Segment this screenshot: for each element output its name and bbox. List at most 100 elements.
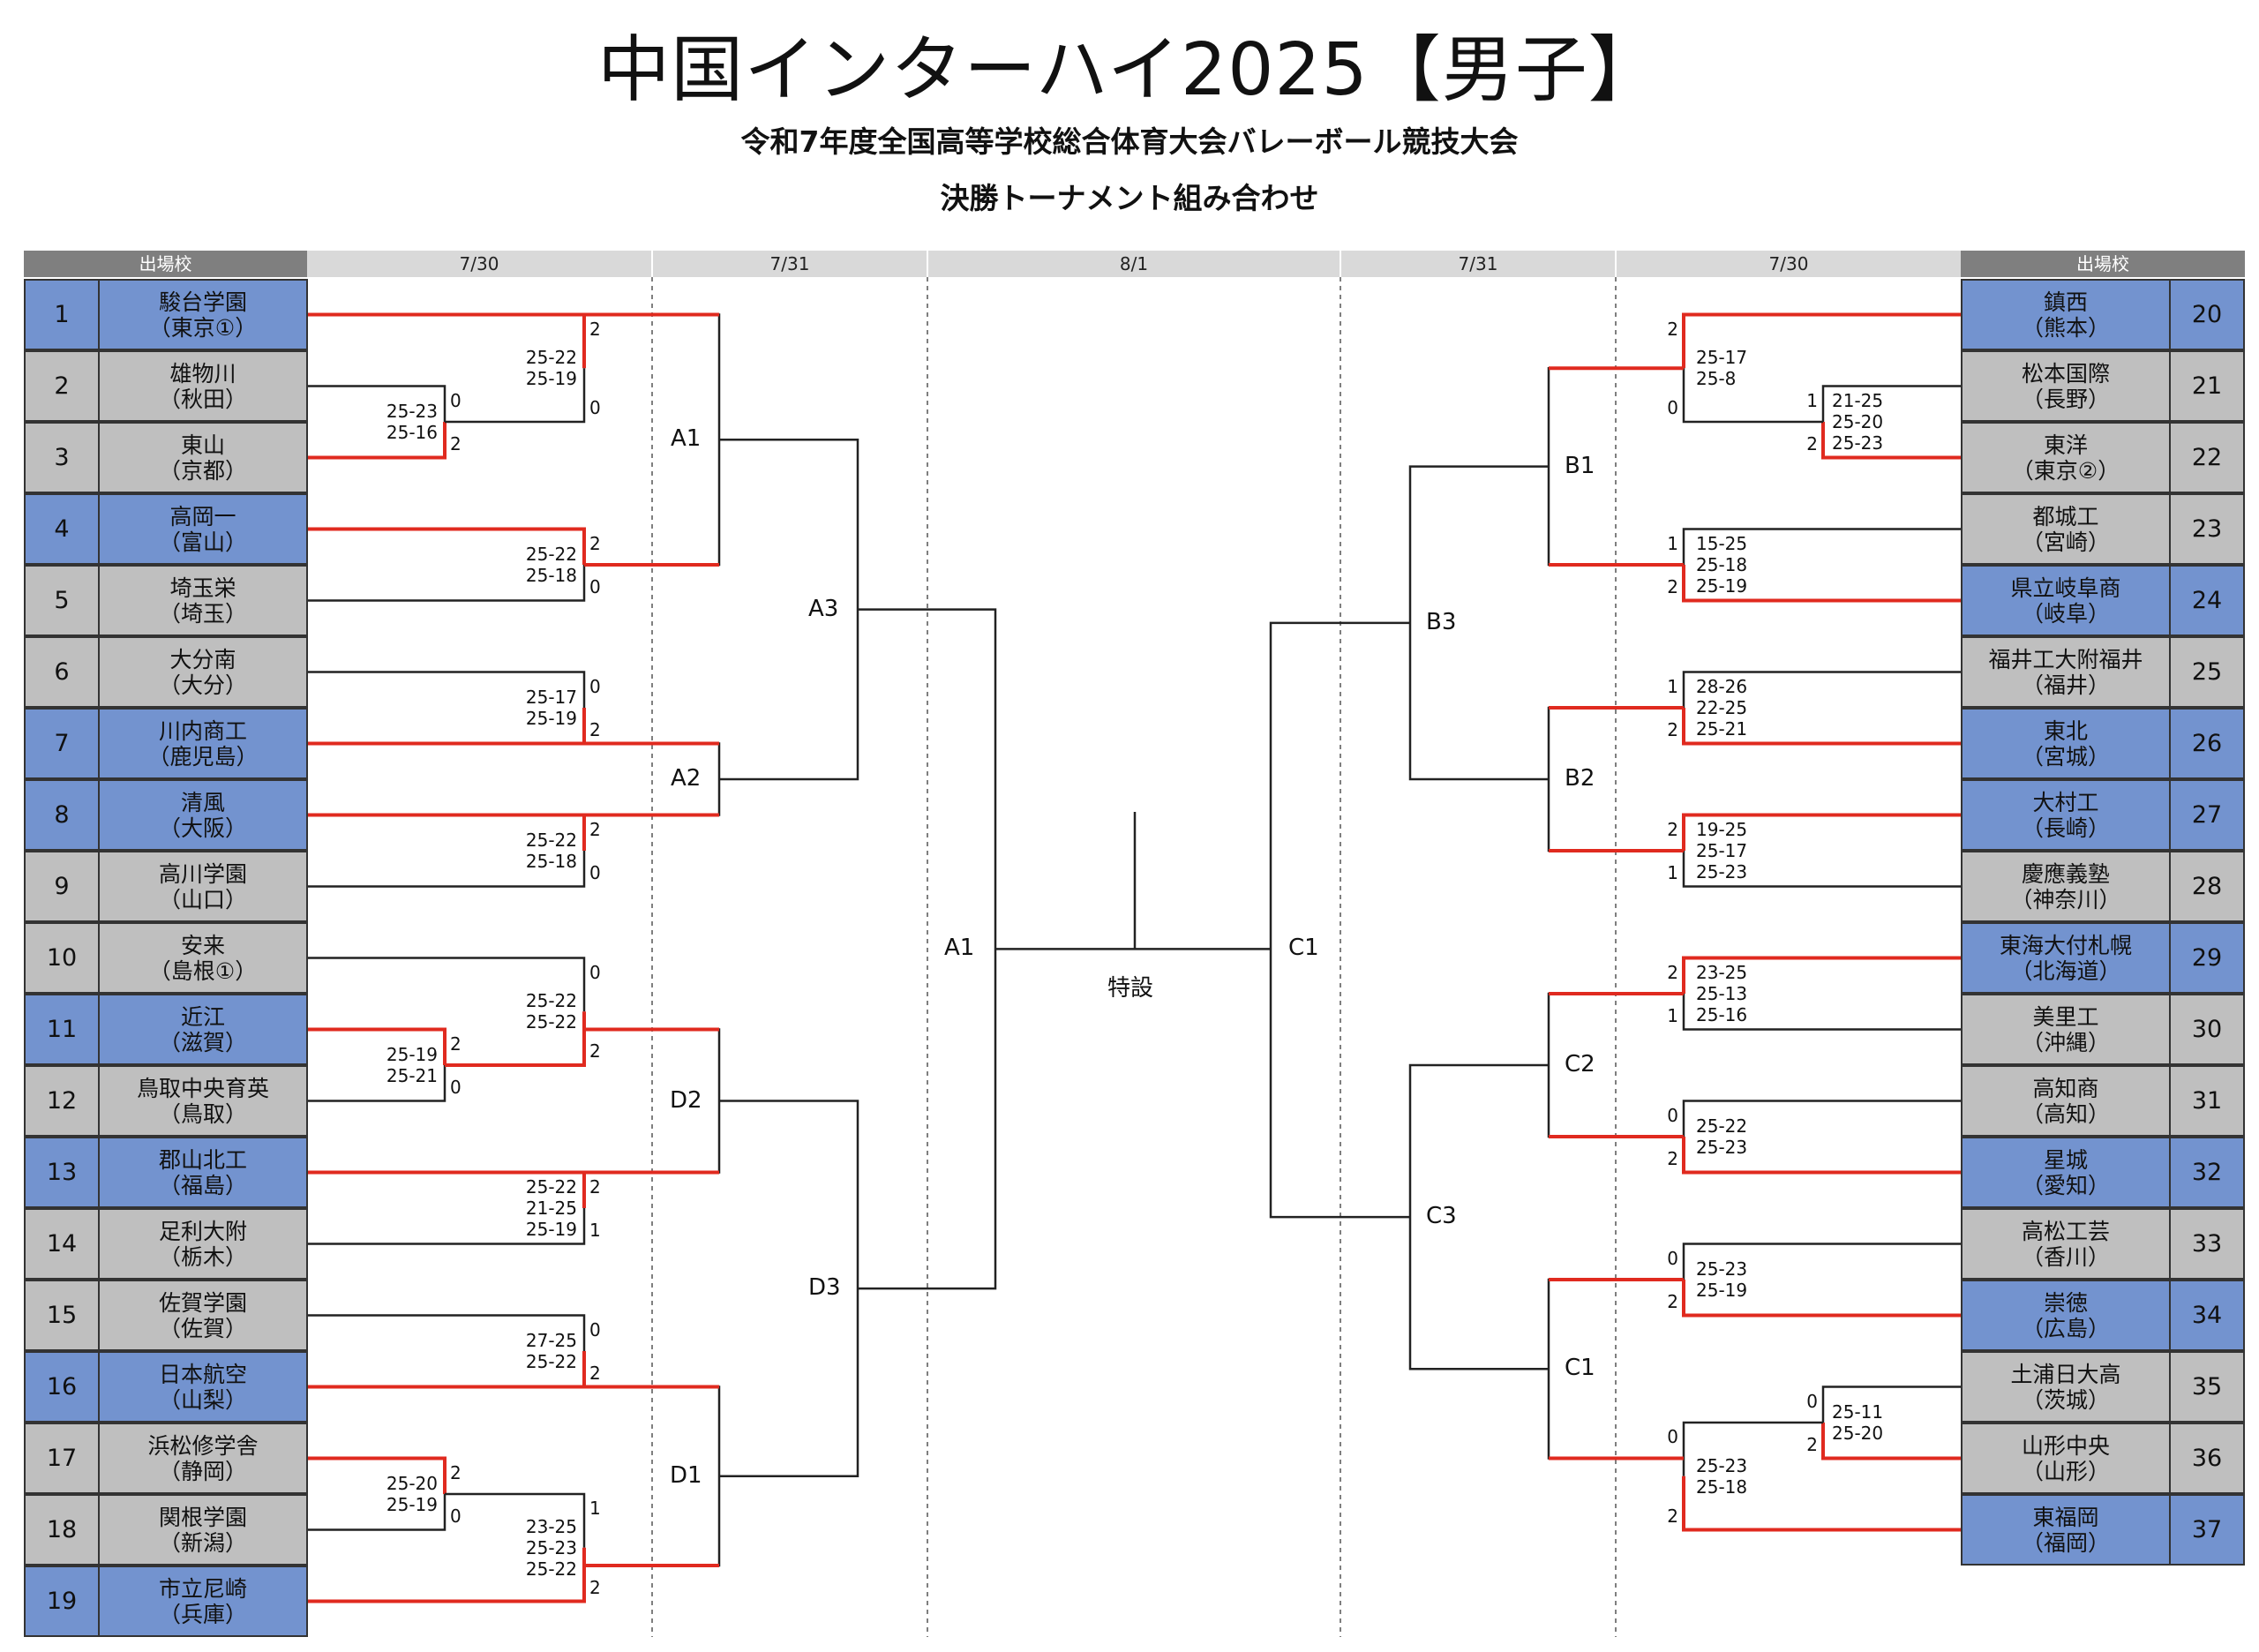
sets-won: 0	[1667, 397, 1678, 418]
seed-number: 15	[24, 1280, 100, 1351]
team-name: 川内商工	[158, 717, 247, 744]
team-name: 佐賀学園	[158, 1289, 247, 1316]
sets-won: 2	[1806, 432, 1818, 454]
sets-won: 0	[589, 397, 601, 418]
sets-won: 2	[450, 1461, 462, 1483]
match-label: C1	[1565, 1355, 1595, 1382]
seed-number: 13	[24, 1137, 100, 1208]
header-left-teams: 出場校	[24, 251, 307, 277]
team-name: 清風	[180, 789, 225, 815]
team-prefecture: （福井）	[2021, 672, 2110, 698]
seed-number: 14	[24, 1208, 100, 1280]
match-label: B2	[1565, 765, 1595, 792]
bracket-line	[308, 671, 586, 708]
seed-number: 36	[2169, 1423, 2245, 1494]
sets-won: 0	[1667, 1247, 1678, 1269]
match-score: 21-25 25-20 25-23	[1832, 390, 1884, 454]
team-name: 郡山北工	[158, 1146, 247, 1173]
seed-number: 12	[24, 1065, 100, 1137]
bracket-line	[308, 1314, 586, 1351]
team-cell: 清風（大阪）	[98, 779, 308, 851]
team-name: 高松工芸	[2021, 1218, 2110, 1244]
seed-number: 10	[24, 922, 100, 994]
sets-won: 0	[450, 1076, 462, 1098]
team-name: 慶應義塾	[2021, 860, 2110, 887]
team-prefecture: （愛知）	[2021, 1172, 2110, 1198]
team-name: 埼玉栄	[169, 574, 236, 601]
sets-won: 0	[1667, 1426, 1678, 1447]
team-cell: 福井工大附福井（福井）	[1961, 636, 2171, 708]
sets-won: 0	[1667, 1104, 1678, 1126]
sets-won: 2	[1667, 961, 1678, 983]
match-label: C2	[1565, 1051, 1595, 1078]
team-name: 松本国際	[2021, 360, 2110, 387]
team-prefecture: （神奈川）	[2010, 886, 2121, 912]
seed-number: 20	[2169, 279, 2245, 350]
match-label: B1	[1565, 452, 1595, 479]
seed-number: 24	[2169, 565, 2245, 636]
team-prefecture: （宮城）	[2021, 743, 2110, 770]
team-cell: 慶應義塾（神奈川）	[1961, 851, 2171, 922]
team-name: 鳥取中央育英	[136, 1075, 269, 1101]
team-name: 県立岐阜商	[2010, 574, 2121, 601]
header-date-right-r2: 7/31	[1341, 251, 1615, 277]
match-score: 15-25 25-18 25-19	[1696, 533, 1748, 597]
match-score: 25-20 25-19	[386, 1473, 438, 1515]
team-prefecture: （宮崎）	[2021, 529, 2110, 555]
bracket-line	[858, 608, 997, 1290]
seed-number: 34	[2169, 1280, 2245, 1351]
team-name: 美里工	[2032, 1003, 2099, 1030]
bracket-caption: 決勝トーナメント組み合わせ	[940, 181, 1319, 215]
team-prefecture: （岐阜）	[2021, 600, 2110, 627]
seed-number: 8	[24, 779, 100, 851]
team-prefecture: （山口）	[158, 886, 247, 912]
bracket-line	[1682, 1243, 1961, 1280]
seed-number: 26	[2169, 708, 2245, 779]
seed-number: 1	[24, 279, 100, 350]
team-name: 東山	[180, 432, 225, 458]
team-name: 大村工	[2032, 789, 2099, 815]
team-cell: 高川学園（山口）	[98, 851, 308, 922]
seed-number: 31	[2169, 1065, 2245, 1137]
sets-won: 2	[1667, 1147, 1678, 1169]
match-label: C3	[1426, 1203, 1457, 1230]
team-prefecture: （茨城）	[2021, 1386, 2110, 1413]
team-prefecture: （沖縄）	[2021, 1029, 2110, 1055]
sets-won: 0	[589, 1318, 601, 1340]
team-cell: 土浦日大高（茨城）	[1961, 1351, 2171, 1423]
bracket-line	[1269, 621, 1410, 1219]
sets-won: 1	[589, 1498, 601, 1519]
sets-won: 2	[450, 1032, 462, 1055]
bracket-line	[1682, 1100, 1961, 1137]
header-date-right-r1: 7/30	[1617, 251, 1961, 277]
match-score: 25-17 25-19	[525, 687, 577, 729]
team-cell: 市立尼崎（兵庫）	[98, 1566, 308, 1637]
winner-path	[308, 1456, 447, 1494]
team-cell: 大分南（大分）	[98, 636, 308, 708]
team-cell: 雄物川（秋田）	[98, 350, 308, 422]
team-name: 雄物川	[169, 360, 236, 387]
team-cell: 郡山北工（福島）	[98, 1137, 308, 1208]
sets-won: 0	[1806, 1390, 1818, 1412]
match-score: 25-23 25-19	[1696, 1258, 1748, 1301]
sets-won: 1	[1667, 532, 1678, 554]
match-score: 25-22 25-23	[1696, 1115, 1748, 1158]
match-score: 25-19 25-21	[386, 1044, 438, 1086]
winner-path	[1682, 312, 1961, 369]
winner-path	[1682, 956, 1961, 994]
team-prefecture: （佐賀）	[158, 1315, 247, 1341]
seed-number: 25	[2169, 636, 2245, 708]
match-score: 23-25 25-13 25-16	[1696, 962, 1748, 1025]
team-cell: 佐賀学園（佐賀）	[98, 1280, 308, 1351]
winner-path	[1682, 565, 1961, 603]
team-name: 福井工大附福井	[1988, 646, 2143, 672]
team-prefecture: （熊本）	[2021, 314, 2110, 341]
bracket-line	[1682, 671, 1961, 708]
team-name: 崇徳	[2043, 1289, 2088, 1316]
winner-path	[1682, 1137, 1961, 1175]
seed-number: 29	[2169, 922, 2245, 994]
team-cell: 高松工芸（香川）	[1961, 1208, 2171, 1280]
team-cell: 美里工（沖縄）	[1961, 994, 2171, 1065]
team-prefecture: （鹿児島）	[147, 743, 259, 770]
team-cell: 都城工（宮崎）	[1961, 493, 2171, 565]
